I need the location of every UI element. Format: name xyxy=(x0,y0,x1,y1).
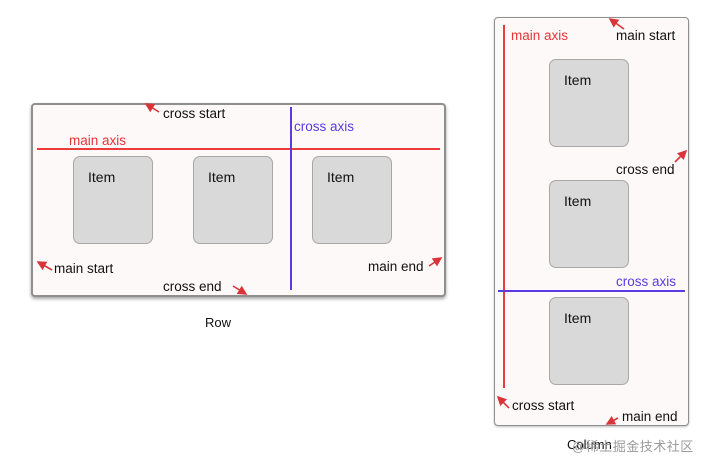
column-item-3: Item xyxy=(549,297,629,385)
row-cross-end-label: cross end xyxy=(163,279,222,294)
column-cross-axis-line xyxy=(498,290,685,292)
column-caption: Column xyxy=(567,437,612,452)
row-item-1: Item xyxy=(73,156,153,244)
row-cross-end-arrow xyxy=(232,285,248,295)
row-main-axis-line xyxy=(37,148,440,150)
column-cross-axis-label: cross axis xyxy=(616,274,677,289)
column-main-end-label: main end xyxy=(622,409,678,424)
row-cross-axis-label: cross axis xyxy=(294,119,355,134)
column-main-axis-label: main axis xyxy=(511,28,569,43)
row-main-start-label: main start xyxy=(54,261,114,276)
row-cross-start-label: cross start xyxy=(163,106,226,121)
row-main-start-arrow xyxy=(36,261,53,271)
column-cross-end-label: cross end xyxy=(616,162,675,177)
column-main-axis-line xyxy=(503,25,505,388)
row-cross-axis-line xyxy=(290,107,292,290)
column-main-end-arrow xyxy=(605,415,619,425)
row-item-2: Item xyxy=(193,156,273,244)
column-item-2-label: Item xyxy=(564,193,592,209)
column-item-3-label: Item xyxy=(564,310,592,326)
row-item-2-label: Item xyxy=(208,169,236,185)
row-item-3: Item xyxy=(312,156,392,244)
row-item-3-label: Item xyxy=(327,169,355,185)
column-item-1-label: Item xyxy=(564,72,592,88)
row-main-end-arrow xyxy=(428,257,443,267)
column-cross-start-label: cross start xyxy=(512,398,575,413)
watermark: @稀土掘金技术社区 xyxy=(572,439,694,454)
column-item-1: Item xyxy=(549,59,629,147)
column-cross-start-arrow xyxy=(496,395,510,409)
row-cross-start-arrow xyxy=(144,103,160,113)
row-main-axis-label: main axis xyxy=(69,133,127,148)
column-cross-end-arrow xyxy=(674,149,688,163)
column-main-start-arrow xyxy=(608,18,625,30)
row-caption: Row xyxy=(205,315,232,330)
column-main-start-label: main start xyxy=(616,28,676,43)
row-main-end-label: main end xyxy=(368,259,424,274)
column-item-2: Item xyxy=(549,180,629,268)
row-item-1-label: Item xyxy=(88,169,116,185)
